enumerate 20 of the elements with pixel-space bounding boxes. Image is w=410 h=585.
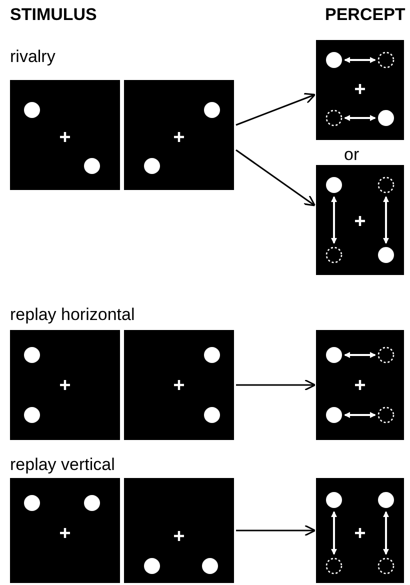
percept-panel <box>316 330 404 440</box>
condition-label: replay horizontal <box>10 306 135 323</box>
condition-label: replay vertical <box>10 456 115 473</box>
column-heading: STIMULUS <box>10 6 97 23</box>
column-heading: PERCEPT <box>325 6 406 23</box>
percept-panel <box>316 40 404 140</box>
separator-word: or <box>344 146 360 163</box>
stimulus-panel <box>10 80 120 190</box>
arrow <box>236 524 316 536</box>
stimulus-panel <box>10 330 120 440</box>
condition-label: rivalry <box>10 48 56 65</box>
arrow <box>236 379 316 391</box>
stimulus-panel <box>124 330 234 440</box>
stimulus-panel <box>124 478 234 583</box>
arrow <box>236 92 316 126</box>
percept-panel <box>316 478 404 583</box>
percept-panel <box>316 165 404 275</box>
stimulus-panel <box>124 80 234 190</box>
arrow <box>236 149 316 206</box>
stimulus-panel <box>10 478 120 583</box>
